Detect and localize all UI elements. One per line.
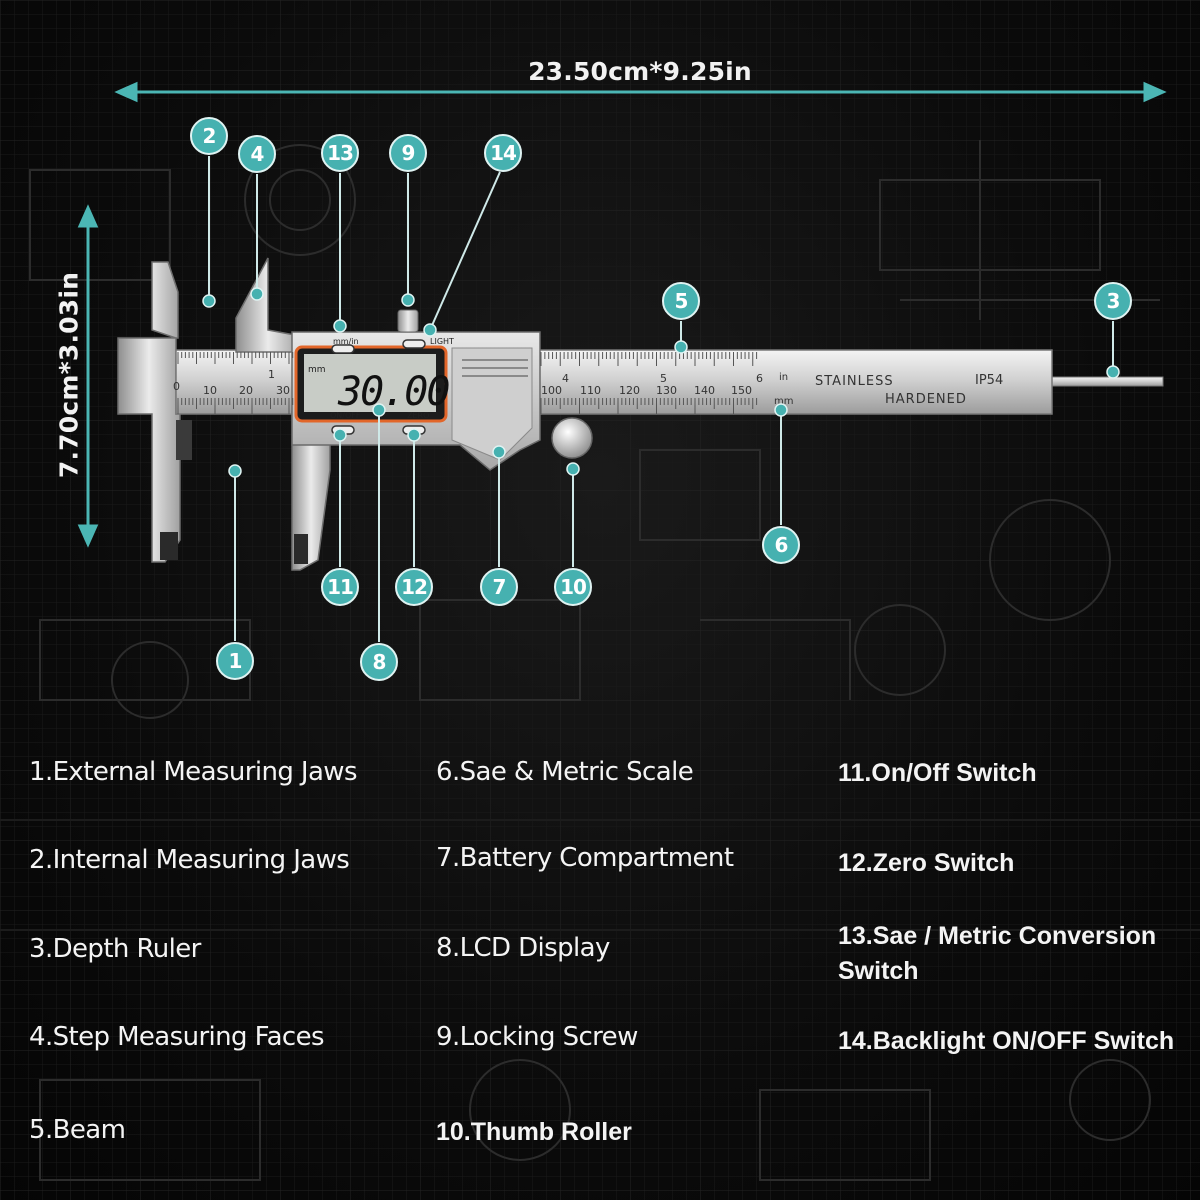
locking-screw[interactable] — [397, 309, 419, 333]
callout-2: 2 — [190, 117, 228, 155]
legend-item-1: 1.External Measuring Jaws — [29, 757, 358, 787]
legend-item-3: 3.Depth Ruler — [29, 934, 201, 964]
scale-number: 110 — [580, 384, 601, 397]
legend-item-2: 2.Internal Measuring Jaws — [29, 845, 350, 875]
scale-number: 20 — [239, 384, 253, 397]
legend-item-12: 12.Zero Switch — [838, 849, 1015, 877]
callout-7: 7 — [480, 568, 518, 606]
scale-number: 120 — [619, 384, 640, 397]
callout-13: 13 — [321, 134, 359, 172]
scale-number: 140 — [694, 384, 715, 397]
inch-number: 4 — [562, 372, 569, 385]
scale-number: 150 — [731, 384, 752, 397]
legend-item-6: 6.Sae & Metric Scale — [436, 757, 694, 787]
callout-8: 8 — [360, 643, 398, 681]
light-button[interactable] — [402, 339, 426, 349]
lcd-unit: mm — [308, 365, 326, 375]
legend-item-9: 9.Locking Screw — [436, 1022, 638, 1052]
callout-11: 11 — [321, 568, 359, 606]
on-off-button-label: ON/OFF — [330, 411, 361, 420]
legend-item-11: 11.On/Off Switch — [838, 759, 1037, 787]
callout-9: 9 — [389, 134, 427, 172]
legend-item-4: 4.Step Measuring Faces — [29, 1022, 325, 1052]
width-dimension-label: 23.50cm*9.25in — [528, 57, 752, 86]
callout-5: 5 — [662, 282, 700, 320]
legend-item-14: 14.Backlight ON/OFF Switch — [838, 1027, 1175, 1055]
callout-10: 10 — [554, 568, 592, 606]
scale-number: 130 — [656, 384, 677, 397]
zero-button-label: ZERO — [407, 411, 429, 420]
beam-unit-mm: mm — [774, 396, 793, 407]
beam-text-hardened: HARDENED — [885, 392, 967, 407]
callout-6: 6 — [762, 526, 800, 564]
step-jaw — [235, 257, 301, 353]
legend-item-8: 8.LCD Display — [436, 933, 610, 963]
inch-number: 1 — [268, 368, 275, 381]
legend-item-10: 10.Thumb Roller — [436, 1118, 632, 1146]
mm-in-button[interactable] — [331, 344, 355, 354]
inch-number: 6 — [756, 372, 763, 385]
inch-number: 5 — [660, 372, 667, 385]
depth-ruler — [1049, 376, 1164, 387]
beam-text-ip: IP54 — [975, 373, 1003, 388]
thumb-roller[interactable] — [551, 417, 593, 459]
mm-in-button-label: mm/in — [333, 337, 359, 346]
callout-14: 14 — [484, 134, 522, 172]
scale-number: 30 — [276, 384, 290, 397]
light-button-label: LIGHT — [430, 337, 454, 346]
legend-item-5: 5.Beam — [29, 1115, 126, 1145]
callout-4: 4 — [238, 135, 276, 173]
callout-3: 3 — [1094, 282, 1132, 320]
beam-text-stainless: STAINLESS — [815, 374, 894, 389]
scale-number: 0 — [173, 380, 180, 393]
lcd-reading: 30.00 — [337, 369, 449, 415]
fixed-jaw — [117, 261, 181, 563]
scale-number: 100 — [541, 384, 562, 397]
beam-unit-in: in — [779, 372, 788, 383]
lcd-screen — [304, 354, 436, 412]
legend-item-13: 13.Sae / Metric Conversion Switch — [838, 922, 1157, 985]
callout-12: 12 — [395, 568, 433, 606]
legend-item-7: 7.Battery Compartment — [436, 843, 734, 873]
battery-compartment — [451, 347, 533, 461]
scale-number: 10 — [203, 384, 217, 397]
callout-1: 1 — [216, 642, 254, 680]
